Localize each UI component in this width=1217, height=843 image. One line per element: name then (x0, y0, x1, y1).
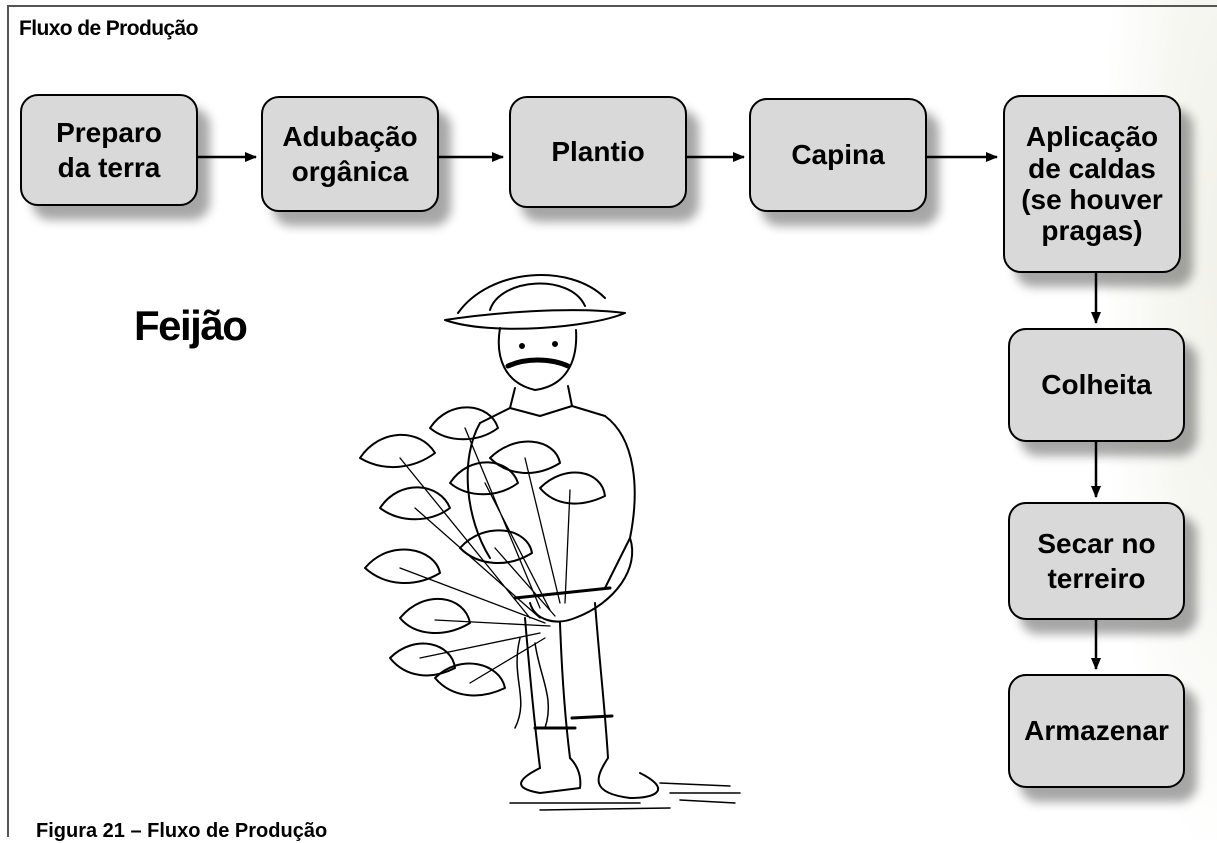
step-armazenar: Armazenar (1008, 674, 1185, 788)
diagram-heading: Fluxo de Produção (19, 17, 198, 40)
step-plantio: Plantio (509, 96, 687, 208)
figure-caption: Figura 21 – Fluxo de Produção (36, 820, 328, 842)
step-colheita: Colheita (1008, 328, 1185, 442)
page-frame (7, 5, 1217, 837)
step-aplicacao-de-caldas: Aplicação de caldas (se houver pragas) (1003, 95, 1181, 273)
step-label: Aplicação de caldas (se houver pragas) (1021, 121, 1163, 247)
step-preparo-da-terra: Preparo da terra (20, 94, 198, 206)
step-label: Secar no terreiro (1037, 528, 1156, 594)
step-secar-no-terreiro: Secar no terreiro (1008, 502, 1185, 620)
step-capina: Capina (749, 98, 927, 212)
step-label: Colheita (1041, 369, 1152, 400)
step-label: Preparo da terra (56, 117, 162, 183)
step-adubacao-organica: Adubação orgânica (261, 96, 439, 212)
step-label: Adubação orgânica (282, 121, 418, 187)
crop-title: Feijão (134, 302, 248, 349)
step-label: Plantio (551, 136, 645, 167)
step-label: Capina (791, 139, 885, 170)
farmer-illustration (359, 274, 741, 811)
step-label: Armazenar (1024, 715, 1169, 746)
